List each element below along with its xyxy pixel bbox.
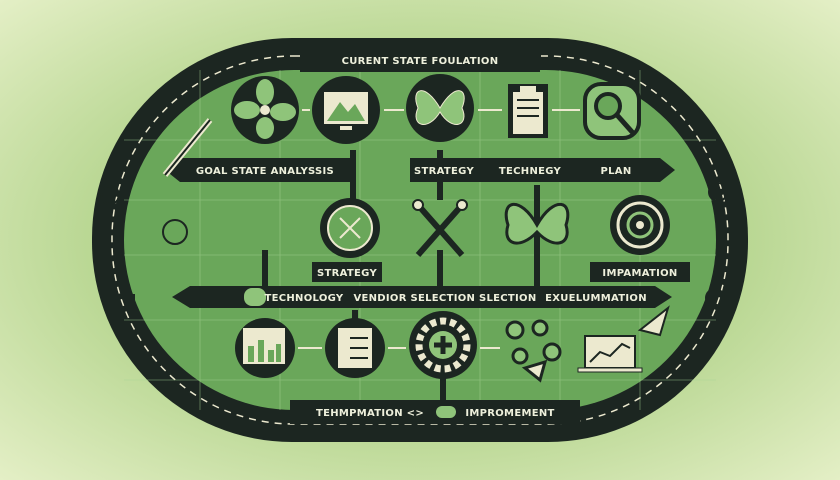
label-goal-state: GOAL STATE ANALYSSIS <box>196 166 334 177</box>
label-plan: PLAN <box>600 166 631 177</box>
technology-arrow-bar <box>172 286 672 308</box>
pill-icon <box>436 406 456 418</box>
butterfly-icon <box>406 74 474 142</box>
label-vendor-selection: VENDIOR SELECTION SLECTION <box>353 293 536 304</box>
label-current-state: CURENT STATE FOULATION <box>342 56 499 67</box>
bottom-label-bar <box>290 400 580 424</box>
top-label-bar <box>300 48 540 72</box>
strategy-mid-bar <box>312 262 382 282</box>
gear-icon <box>409 311 477 379</box>
pen-icon <box>162 118 213 177</box>
flower-icon <box>231 76 299 144</box>
double-arrows <box>298 109 580 349</box>
label-technology: TECHNOLOGY <box>265 293 344 304</box>
right-side-icons <box>705 182 728 308</box>
checklist-icon <box>325 318 385 378</box>
label-technegy: TECHNEGY <box>499 166 562 177</box>
label-improvement: IMPROMEMENT <box>465 408 554 419</box>
gx-badge-icon <box>244 288 266 306</box>
gears-cluster-icon <box>505 319 562 383</box>
label-impamation: IMPAMATION <box>602 268 677 279</box>
monitor-mountain-icon <box>312 76 380 144</box>
target-icon <box>320 198 380 258</box>
magnifier-icon <box>583 82 641 140</box>
butterfly-icon <box>504 202 570 245</box>
bar-chart-icon <box>235 318 295 378</box>
label-strategy-top: STRATEGY <box>414 166 474 177</box>
rocket-icon <box>637 305 670 337</box>
label-tehmpmation: TEHMPMATION <> <box>316 408 424 419</box>
impamation-bar <box>590 262 690 282</box>
crossed-tools-icon <box>412 199 468 257</box>
goal-arrow-bar <box>165 158 355 182</box>
left-side-icons <box>100 185 188 310</box>
strategy-arrow-bar <box>410 158 675 182</box>
label-exuelummation: EXUELUMMATION <box>545 293 647 304</box>
bullseye-icon <box>610 195 670 255</box>
label-strategy-mid: STRATEGY <box>317 268 377 279</box>
clipboard-icon <box>508 84 548 138</box>
laptop-chart-icon <box>577 335 643 373</box>
